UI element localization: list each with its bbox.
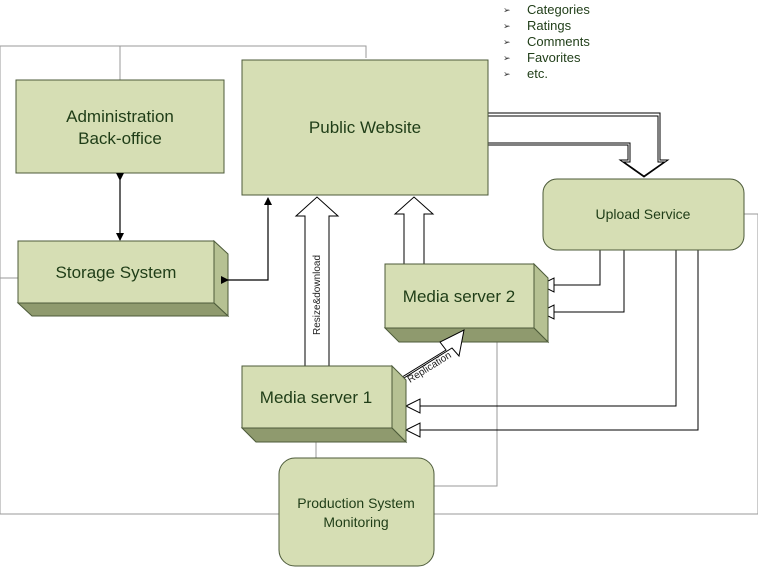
media-server-2-label: Media server 2 bbox=[403, 287, 515, 306]
storage-public-arrow bbox=[221, 197, 272, 284]
arrow-bullet-icon: ➢ bbox=[503, 22, 511, 32]
media-server-1-label: Media server 1 bbox=[260, 388, 372, 407]
arrow-bullet-icon: ➢ bbox=[503, 70, 511, 80]
production-monitoring-box[interactable]: Production System Monitoring bbox=[278, 457, 435, 567]
public-website-label: Public Website bbox=[309, 118, 421, 137]
storage-system-label: Storage System bbox=[56, 263, 177, 282]
feature-item-label: Categories bbox=[527, 2, 590, 17]
feature-item: ➢ Ratings bbox=[503, 18, 572, 33]
resize-download-label: Resize&download bbox=[312, 255, 323, 335]
public-website-box[interactable]: Public Website bbox=[241, 59, 489, 196]
media-server-1-box[interactable]: Media server 1 bbox=[240, 364, 408, 444]
storage-system-box[interactable]: Storage System bbox=[16, 239, 230, 318]
resize-download-arrow: Resize&download bbox=[294, 196, 340, 367]
arrow-bullet-icon: ➢ bbox=[503, 6, 511, 16]
upload-connectors bbox=[416, 250, 699, 431]
feature-item-label: etc. bbox=[527, 66, 548, 81]
media-server-2-box[interactable]: Media server 2 bbox=[383, 262, 550, 344]
arrow-bullet-icon: ➢ bbox=[503, 54, 511, 64]
upload-service-label: Upload Service bbox=[596, 206, 691, 222]
feature-item-label: Ratings bbox=[527, 18, 572, 33]
feature-item: ➢ Comments bbox=[503, 34, 590, 49]
feature-item: ➢ Favorites bbox=[503, 50, 581, 65]
feature-list: ➢ Categories ➢ Ratings ➢ Comments ➢ Favo… bbox=[503, 2, 590, 81]
upload-service-box[interactable]: Upload Service bbox=[542, 178, 745, 251]
feature-item-label: Comments bbox=[527, 34, 590, 49]
administration-label-line2: Back-office bbox=[78, 129, 162, 148]
monitoring-label-line1: Production System bbox=[297, 495, 415, 511]
replication-label: Replication bbox=[406, 350, 454, 386]
administration-backoffice-box[interactable]: Administration Back-office bbox=[15, 79, 225, 174]
monitoring-label-line2: Monitoring bbox=[323, 514, 388, 530]
feature-item: ➢ etc. bbox=[503, 66, 548, 81]
arrow-bullet-icon: ➢ bbox=[503, 38, 511, 48]
administration-label-line1: Administration bbox=[66, 107, 174, 126]
feature-item: ➢ Categories bbox=[503, 2, 590, 17]
feature-item-label: Favorites bbox=[527, 50, 581, 65]
